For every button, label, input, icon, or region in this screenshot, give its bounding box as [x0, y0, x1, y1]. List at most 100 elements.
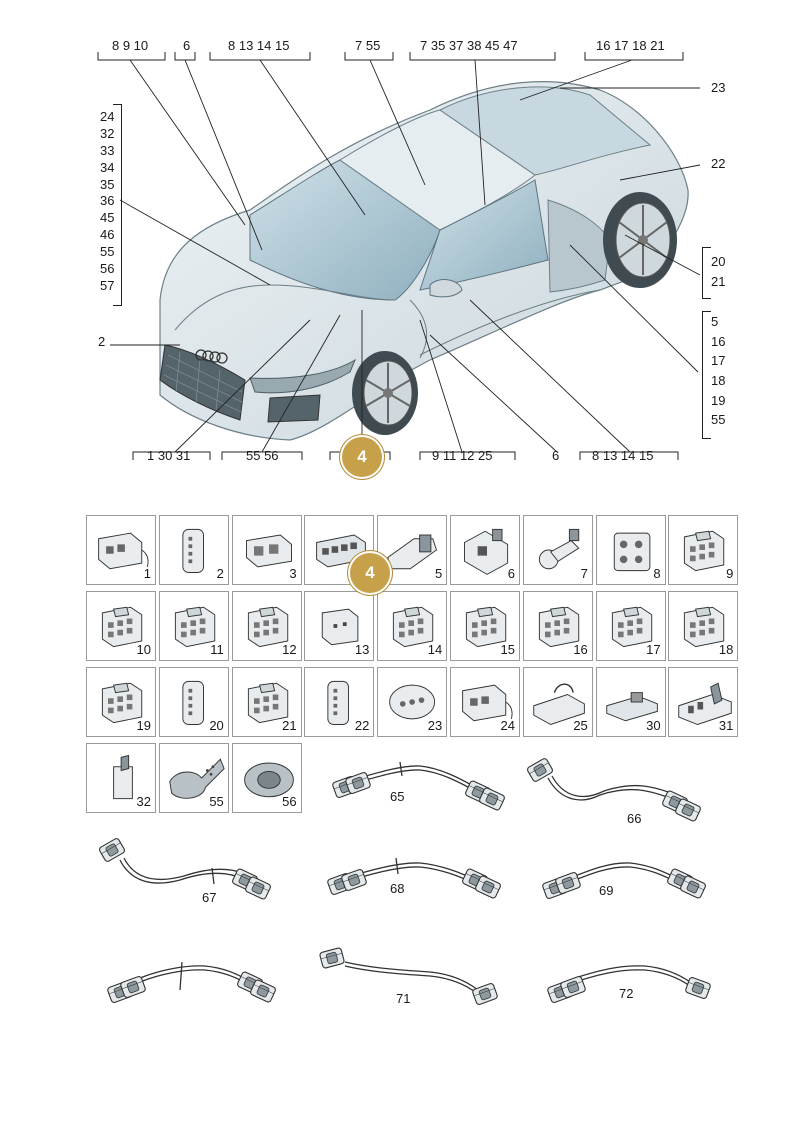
- right-list-b-item: 17: [711, 353, 726, 369]
- connector-cell[interactable]: 15: [450, 591, 520, 661]
- connector-icon: [393, 606, 434, 648]
- connector-cell[interactable]: 18: [668, 591, 739, 661]
- connector-cell[interactable]: 11: [158, 591, 229, 661]
- right-list-b-item: 5: [711, 314, 719, 329]
- connector-icon: [101, 606, 143, 648]
- audi-logo: [195, 349, 228, 364]
- cable-66: [547, 775, 680, 801]
- right-bracket-b: [702, 311, 711, 439]
- left-list-item: 36: [100, 193, 115, 209]
- connector-cell[interactable]: 9: [668, 515, 739, 585]
- callout-badge-car: 4: [342, 437, 382, 477]
- plug-icon: [340, 868, 368, 892]
- connector-icon: [533, 683, 585, 726]
- plug-icon: [559, 975, 587, 999]
- connector-icon: [613, 532, 650, 572]
- connector-cell[interactable]: 16: [522, 591, 593, 661]
- rear-wheel: [603, 192, 677, 288]
- connector-number: 6: [507, 566, 515, 581]
- connector-cell[interactable]: 24: [450, 667, 520, 737]
- label-top-2: 6: [183, 38, 191, 53]
- connector-number: 16: [573, 642, 588, 657]
- connector-cell[interactable]: 56: [231, 743, 302, 813]
- connector-number: 1: [143, 566, 151, 581]
- label-top-3: 8 13 14 15: [228, 38, 290, 53]
- connector-cell[interactable]: 30: [595, 667, 666, 737]
- connector-cell[interactable]: 12: [231, 591, 302, 661]
- plug-icon: [684, 976, 712, 1000]
- connector-icon: [387, 534, 438, 570]
- connector-icon: [684, 606, 725, 648]
- connector-icon: [605, 692, 658, 722]
- connector-cell[interactable]: 55: [158, 743, 229, 813]
- left-list-item: 34: [100, 159, 115, 175]
- connector-cell[interactable]: 21: [231, 667, 302, 737]
- cable-70: [139, 961, 251, 991]
- connector-number: 8: [653, 566, 661, 581]
- connector-cell[interactable]: 2: [158, 515, 229, 585]
- label-bottom-4: 6: [552, 448, 560, 463]
- connector-number: 14: [427, 642, 443, 657]
- connector-number: 19: [136, 718, 151, 733]
- label-top-1: 8 9 10: [112, 38, 149, 53]
- connector-cell[interactable]: 25: [522, 667, 593, 737]
- connector-number: 9: [726, 566, 734, 581]
- connector-number: 55: [209, 794, 224, 809]
- label-top-5: 7 35 37 38 45 47: [420, 38, 518, 53]
- right-part-list-b: 5 16 17 18 19 55: [711, 312, 725, 430]
- connector-cell[interactable]: 14: [377, 591, 448, 661]
- cable-label-72: 72: [619, 986, 634, 1001]
- left-list-item: 45: [100, 210, 115, 226]
- left-list-item: 55: [100, 244, 115, 260]
- connector-cell[interactable]: 3: [231, 515, 302, 585]
- left-list-item: 24: [100, 109, 115, 124]
- connector-cell[interactable]: 8: [595, 515, 666, 585]
- connector-icon: [98, 532, 149, 570]
- label-bottom-3: 9 11 12 25: [432, 448, 493, 463]
- connector-cell[interactable]: 22: [304, 667, 375, 737]
- connector-cell[interactable]: 17: [595, 591, 666, 661]
- connector-cell[interactable]: 13: [304, 591, 375, 661]
- connector-cell[interactable]: 7: [522, 515, 593, 585]
- connector-number: 24: [500, 718, 515, 733]
- connector-cell[interactable]: 23: [377, 667, 448, 737]
- connector-icon: [678, 682, 733, 725]
- front-wheel: [352, 351, 418, 435]
- leader-lines: [110, 59, 701, 453]
- connector-cell[interactable]: 1: [86, 515, 156, 585]
- connector-icon: [611, 606, 652, 648]
- connector-number: 11: [210, 642, 224, 657]
- connector-number: 17: [646, 642, 661, 657]
- connector-cell[interactable]: 32: [86, 743, 156, 813]
- right-list-a-item: 20: [711, 254, 726, 269]
- connector-cell[interactable]: 10: [86, 591, 156, 661]
- connector-icon: [169, 758, 225, 799]
- headlight: [249, 358, 357, 394]
- left-list-item: 33: [100, 142, 115, 158]
- connector-number: 23: [427, 718, 443, 733]
- connector-icon: [182, 528, 204, 573]
- connector-icon: [247, 606, 288, 648]
- label-2: 2: [98, 334, 106, 349]
- connector-cell[interactable]: 31: [668, 667, 739, 737]
- connector-number: 56: [282, 794, 297, 809]
- connector-cell[interactable]: 6: [450, 515, 520, 585]
- left-list-item: 57: [100, 277, 115, 293]
- connector-icon: [684, 530, 725, 572]
- connector-icon: [182, 680, 204, 725]
- rear-window: [439, 86, 652, 176]
- plug-icon: [471, 982, 499, 1006]
- connector-icon: [389, 684, 436, 720]
- connector-cell[interactable]: 20: [158, 667, 229, 737]
- plug-icon: [318, 946, 346, 970]
- connector-number: 30: [646, 718, 661, 733]
- left-list-item: 32: [100, 125, 115, 141]
- connector-number: 13: [354, 642, 370, 657]
- label-bottom-5: 8 13 14 15: [592, 448, 654, 463]
- cable-68: [344, 857, 476, 885]
- connector-icon: [465, 606, 507, 648]
- cable-72: [574, 965, 691, 987]
- connector-cell[interactable]: 19: [86, 667, 156, 737]
- connector-icon: [245, 534, 292, 568]
- connector-number: 20: [209, 718, 224, 733]
